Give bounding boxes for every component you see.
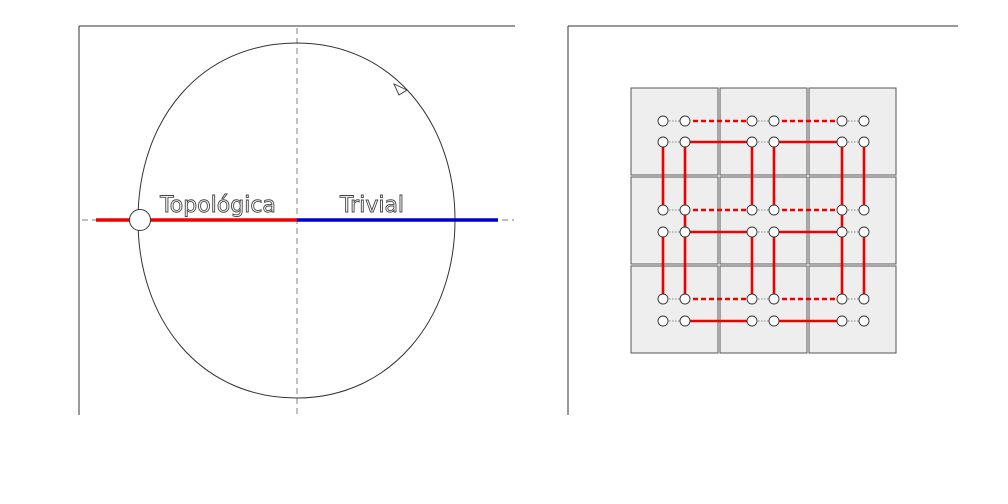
lattice-site xyxy=(768,293,780,305)
lattice-site xyxy=(858,115,870,127)
lattice-site xyxy=(679,115,691,127)
lattice-site xyxy=(679,315,691,327)
lattice-site xyxy=(746,204,758,216)
lattice-site xyxy=(657,293,669,305)
lattice-site xyxy=(746,293,758,305)
lattice-site xyxy=(768,115,780,127)
lattice-site xyxy=(858,136,870,148)
unit-cell xyxy=(719,176,808,265)
closed-loop-curve xyxy=(137,42,456,399)
lattice-site xyxy=(836,204,848,216)
lattice-site xyxy=(836,226,848,238)
lattice-site xyxy=(858,293,870,305)
lattice-site xyxy=(746,226,758,238)
label-topological: Topológica xyxy=(159,193,276,218)
lattice-site xyxy=(679,293,691,305)
lattice-site xyxy=(679,136,691,148)
lattice-site xyxy=(746,115,758,127)
unit-cell xyxy=(719,265,808,354)
unit-cell xyxy=(630,265,719,354)
lattice-sites xyxy=(657,115,870,327)
lattice-site xyxy=(657,136,669,148)
lattice-bonds xyxy=(661,119,866,323)
unit-cell xyxy=(719,87,808,176)
critical-point-marker xyxy=(129,209,151,231)
lattice-site xyxy=(836,315,848,327)
lattice-site xyxy=(657,115,669,127)
lattice-site xyxy=(858,226,870,238)
lattice-site xyxy=(836,293,848,305)
label-trivial: Trivial xyxy=(339,193,404,218)
lattice-site xyxy=(768,226,780,238)
lattice-site xyxy=(679,226,691,238)
lattice-site xyxy=(858,204,870,216)
unit-cell xyxy=(630,176,719,265)
curve-direction-arrow-icon xyxy=(393,83,408,96)
unit-cell xyxy=(808,265,897,354)
lattice-site xyxy=(768,315,780,327)
unit-cell xyxy=(808,87,897,176)
lattice-site xyxy=(858,315,870,327)
phase-diagram-panel: Topológica Trivial xyxy=(78,25,515,415)
unit-cell xyxy=(630,87,719,176)
unit-cell xyxy=(808,176,897,265)
lattice-panel xyxy=(567,25,958,415)
lattice-site xyxy=(768,204,780,216)
lattice-site xyxy=(768,136,780,148)
lattice-site xyxy=(657,315,669,327)
lattice-cells xyxy=(630,87,897,354)
lattice-site xyxy=(657,204,669,216)
lattice-site xyxy=(746,315,758,327)
lattice-site xyxy=(746,136,758,148)
lattice-site xyxy=(836,115,848,127)
lattice-site xyxy=(836,136,848,148)
lattice-site xyxy=(657,226,669,238)
lattice-site xyxy=(679,204,691,216)
